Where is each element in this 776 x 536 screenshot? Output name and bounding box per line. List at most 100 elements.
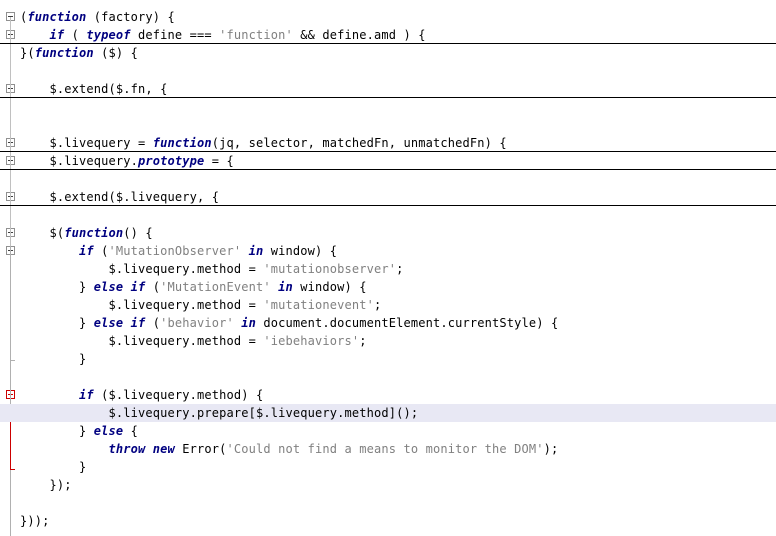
code-token: window) { [263,244,338,258]
code-token: $.livequery.prepare[$.livequery.method](… [20,406,419,420]
code-line[interactable]: } else if ('behavior' in document.docume… [0,314,776,332]
fold-guide-line-active [10,405,11,469]
code-token: $.livequery.method = [20,262,264,276]
code-line-text: $.livequery.method = 'mutationevent'; [20,296,381,314]
code-token: && define.amd ) { [292,28,426,42]
code-line-text: } [20,458,86,476]
code-line[interactable]: } else { [0,422,776,440]
code-line[interactable] [0,206,776,224]
code-line[interactable]: $.livequery.prototype = { [0,152,776,170]
code-line[interactable]: if ('MutationObserver' in window) { [0,242,776,260]
code-line[interactable]: $.extend($.livequery, { [0,188,776,206]
code-line[interactable]: $.extend($.fn, { [0,80,776,98]
code-line-text: } else { [20,422,138,440]
keyword-token: if [130,316,146,330]
code-token [241,244,248,258]
code-token: }); [20,478,72,492]
code-token [145,442,152,456]
code-line-text: $.livequery.method = 'iebehaviors'; [20,332,367,350]
code-line-text: $.extend($.fn, { [20,80,168,98]
code-line[interactable]: throw new Error('Could not find a means … [0,440,776,458]
code-line[interactable] [0,62,776,80]
code-token: ( [145,316,161,330]
code-line[interactable]: } [0,350,776,368]
code-line[interactable]: } [0,458,776,476]
code-token: } [20,424,94,438]
code-token: ; [396,262,404,276]
code-line-text: if ('MutationObserver' in window) { [20,242,337,260]
code-line[interactable]: if ($.livequery.method) { [0,386,776,404]
keyword-token: if [130,280,146,294]
keyword-token: else [93,424,124,438]
code-token: define === [130,28,220,42]
string-token: 'iebehaviors' [263,334,360,348]
code-line[interactable] [0,494,776,512]
code-line[interactable]: } else if ('MutationEvent' in window) { [0,278,776,296]
keyword-token: function [34,46,94,60]
code-token: } [20,316,94,330]
code-token: ( [64,28,87,42]
code-line-text: })); [20,512,50,530]
code-token: } [20,280,94,294]
code-token: ($.livequery.method) { [93,388,264,402]
keyword-token: typeof [86,28,131,42]
string-token: 'behavior' [160,316,234,330]
code-line-text: } else if ('MutationEvent' in window) { [20,278,367,296]
string-token: 'MutationEvent' [160,280,271,294]
code-token: $.livequery. [20,154,138,168]
code-line[interactable] [0,98,776,116]
code-line[interactable]: $.livequery.method = 'mutationevent'; [0,296,776,314]
fold-guide-line [10,246,11,536]
code-token: } [20,460,87,474]
string-token: 'mutationevent' [263,298,374,312]
code-token: ( [20,10,28,24]
code-token: ); [543,442,559,456]
keyword-token: in [248,244,264,258]
code-token: () { [123,226,153,240]
keyword-token: else [93,316,124,330]
code-token: document.documentElement.currentStyle) { [256,316,559,330]
code-line[interactable]: $.livequery.prepare[$.livequery.method](… [0,404,776,422]
keyword-token: prototype [138,154,205,168]
string-token: 'function' [219,28,293,42]
code-line[interactable]: $(function() { [0,224,776,242]
code-line[interactable]: })); [0,512,776,530]
code-line[interactable] [0,368,776,386]
code-line[interactable]: }); [0,476,776,494]
keyword-token: if [79,388,94,402]
code-line-text: } else if ('behavior' in document.docume… [20,314,558,332]
code-token [20,388,79,402]
keyword-token: if [79,244,94,258]
code-line[interactable]: (function (factory) { [0,8,776,26]
code-token: ($) { [93,46,138,60]
keyword-token: if [49,28,65,42]
keyword-token: in [278,280,293,294]
code-line[interactable] [0,116,776,134]
keyword-token: else [93,280,124,294]
code-token: = { [204,154,234,168]
code-token [20,244,79,258]
code-line[interactable]: $.livequery = function(jq, selector, mat… [0,134,776,152]
code-token: $.extend($.fn, { [20,82,168,96]
keyword-token: function [64,226,124,240]
code-line[interactable]: if ( typeof define === 'function' && def… [0,26,776,44]
code-line[interactable]: }(function ($) { [0,44,776,62]
code-line[interactable]: $.livequery.method = 'iebehaviors'; [0,332,776,350]
code-line-text: $.livequery.prototype = { [20,152,234,170]
code-line-text: $.extend($.livequery, { [20,188,219,206]
code-line-text: if ($.livequery.method) { [20,386,263,404]
code-token: }( [20,46,35,60]
code-token: ( [145,280,161,294]
keyword-token: function [152,136,212,150]
keyword-token: function [27,10,87,24]
string-token: 'MutationObserver' [108,244,242,258]
code-token: ( [93,244,109,258]
code-line[interactable]: $.livequery.method = 'mutationobserver'; [0,260,776,278]
code-token: (factory) { [86,10,175,24]
code-token: $( [20,226,65,240]
code-line[interactable] [0,170,776,188]
string-token: 'Could not find a means to monitor the D… [226,442,544,456]
string-token: 'mutationobserver' [263,262,397,276]
code-token [123,280,130,294]
